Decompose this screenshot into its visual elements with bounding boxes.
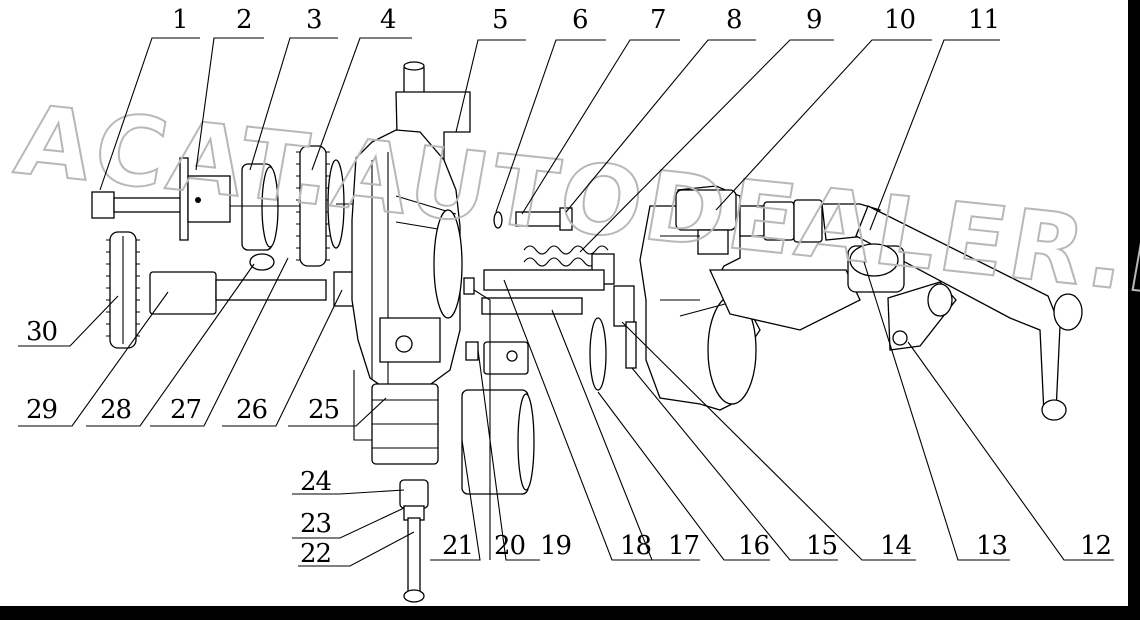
- callout-5: 5: [492, 5, 508, 35]
- callout-12: 12: [1080, 531, 1111, 561]
- callout-17: 17: [668, 531, 699, 561]
- washer-2: [179, 157, 231, 241]
- callout-25: 25: [308, 395, 339, 425]
- callout-4: 4: [380, 5, 396, 35]
- callout-16: 16: [738, 531, 769, 561]
- callout-numbers: 1 2 3 4 5 6 7 8 9 10 11 12 13 14 15 16 1…: [26, 5, 1112, 569]
- valve-14: [613, 285, 635, 327]
- callout-21: 21: [442, 531, 473, 561]
- pin-15: [625, 321, 637, 369]
- shaft-29: [149, 271, 327, 315]
- callout-7: 7: [650, 5, 666, 35]
- callout-14: 14: [880, 531, 912, 561]
- filter-21: [461, 341, 535, 495]
- callout-27: 27: [170, 395, 201, 425]
- callout-18: 18: [620, 531, 651, 561]
- oring-16: [589, 317, 607, 391]
- callout-11: 11: [968, 5, 999, 35]
- callout-23: 23: [300, 509, 331, 539]
- callout-19: 19: [540, 531, 571, 561]
- callout-22: 22: [300, 539, 331, 569]
- washer-6: [493, 211, 503, 229]
- plug-8: [559, 207, 573, 231]
- callout-20: 20: [494, 531, 525, 561]
- callout-24: 24: [300, 467, 332, 497]
- gear-30: [106, 231, 140, 349]
- valve-17: [481, 297, 583, 315]
- callout-6: 6: [572, 5, 588, 35]
- pump-housing-5: [351, 61, 471, 393]
- bearing-3: [241, 163, 279, 271]
- callout-3: 3: [306, 5, 322, 35]
- callout-15: 15: [806, 531, 837, 561]
- plug-19: [465, 341, 479, 361]
- leader-lines-lower: [18, 257, 1114, 567]
- callout-28: 28: [100, 395, 131, 425]
- callout-13: 13: [976, 531, 1007, 561]
- callout-9: 9: [806, 5, 822, 35]
- callout-30: 30: [26, 317, 57, 347]
- callout-2: 2: [236, 5, 252, 35]
- gear-4: [296, 145, 345, 267]
- cover-25: [353, 370, 439, 465]
- bolt-22: [399, 479, 429, 603]
- callout-8: 8: [726, 5, 742, 35]
- leader-lines: [99, 37, 1000, 253]
- callout-1: 1: [172, 5, 188, 35]
- callout-10: 10: [884, 5, 915, 35]
- callout-26: 26: [236, 395, 267, 425]
- banjo-13: [847, 243, 957, 351]
- housing-10: [639, 185, 861, 411]
- valve-18: [483, 269, 605, 291]
- callout-29: 29: [26, 395, 57, 425]
- bolt-1: [91, 191, 185, 219]
- nut-20: [463, 277, 475, 295]
